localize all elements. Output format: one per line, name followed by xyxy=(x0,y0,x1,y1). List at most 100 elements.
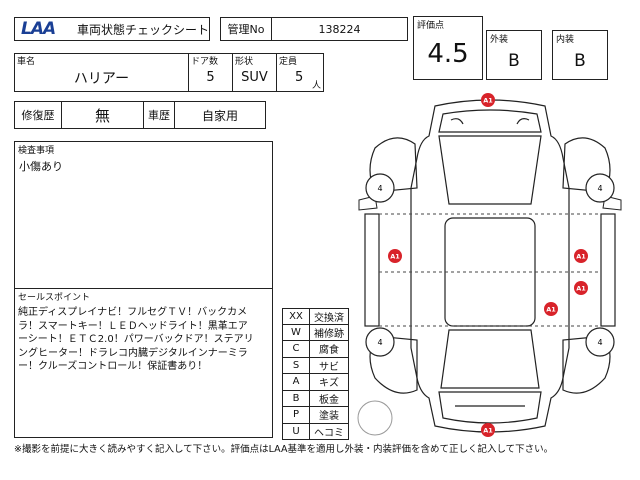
legend-meaning: サビ xyxy=(310,357,349,374)
tire-icon: 4 xyxy=(365,327,395,357)
legend-meaning: 板金 xyxy=(310,390,349,407)
svg-text:A1: A1 xyxy=(576,253,586,261)
usage-label: 車歴 xyxy=(143,101,175,129)
shape-cell: 形状 SUV xyxy=(232,53,277,92)
usage-value: 自家用 xyxy=(174,101,266,129)
right-rear-fender xyxy=(562,335,611,394)
score-box: 評価点 4.5 xyxy=(413,16,483,80)
inspection-label: 検査事項 xyxy=(18,146,55,156)
legend-code: P xyxy=(282,407,310,424)
damage-marker-a1: A1 xyxy=(544,302,558,316)
sales-point-label: セールスポイント xyxy=(18,293,91,303)
doors-value: 5 xyxy=(206,70,215,85)
capacity-label: 定員 xyxy=(279,57,298,67)
damage-marker-a1: A1 xyxy=(574,281,588,295)
svg-text:A1: A1 xyxy=(483,97,493,105)
capacity-unit: 人 xyxy=(311,81,321,91)
legend-code: S xyxy=(282,357,310,374)
legend-meaning: 腐食 xyxy=(310,341,349,358)
body-outline xyxy=(410,99,570,433)
interior-label: 内装 xyxy=(556,35,575,45)
score-value: 4.5 xyxy=(427,39,469,69)
tire-icon: 4 xyxy=(365,173,395,203)
legend-meaning: 塗装 xyxy=(310,407,349,424)
svg-text:4: 4 xyxy=(377,184,382,193)
repair-label: 修復歴 xyxy=(14,101,62,129)
front-hood xyxy=(438,109,542,133)
interior-box: 内装 B xyxy=(552,30,608,80)
repair-value: 無 xyxy=(61,101,144,129)
svg-text:A1: A1 xyxy=(576,285,586,293)
right-side-panel xyxy=(600,213,616,327)
sheet-title: 車両状態チェックシート xyxy=(77,22,210,37)
svg-text:4: 4 xyxy=(597,184,602,193)
inspection-text: 小傷あり xyxy=(19,160,63,173)
left-rear-fender xyxy=(369,335,418,394)
exterior-box: 外装 B xyxy=(486,30,542,80)
shape-label: 形状 xyxy=(235,57,254,67)
legend-meaning: 補修跡 xyxy=(310,324,349,341)
capacity-value: 5 xyxy=(295,70,304,85)
damage-marker-a1: A1 xyxy=(481,423,495,437)
shape-value: SUV xyxy=(241,70,268,85)
laa-logo: LAA xyxy=(21,19,56,39)
tire-icon: 4 xyxy=(585,327,615,357)
sales-line: ー！クルーズコントロール！保証書あり！ xyxy=(18,361,208,372)
sales-point-text: 純正ディスプレイナビ！フルセグＴＶ！バックカメ ラ！スマートキー！ＬＥＤヘッドラ… xyxy=(18,306,254,374)
car-name-value: ハリアー xyxy=(73,71,130,87)
sales-line: ングヒーター！ドラレコ内臓デジタルインナーミラ xyxy=(18,347,248,359)
legend-code: C xyxy=(282,341,310,358)
spare-tire-icon xyxy=(357,400,393,436)
score-label: 評価点 xyxy=(417,21,445,31)
doors-cell: ドア数 5 xyxy=(188,53,233,92)
svg-text:A1: A1 xyxy=(483,427,493,435)
rear-window xyxy=(440,329,540,389)
exterior-value: B xyxy=(508,51,520,71)
sales-line: ラ！スマートキー！ＬＥＤヘッドライト！黒革エア xyxy=(18,320,248,332)
exterior-label: 外装 xyxy=(490,35,509,45)
car-name-label: 車名 xyxy=(17,57,36,67)
svg-text:4: 4 xyxy=(597,338,602,347)
legend-meaning: ヘコミ xyxy=(310,423,349,440)
inspection-box: 検査事項 小傷あり xyxy=(14,141,273,289)
legend-code: XX xyxy=(282,308,310,325)
svg-text:A1: A1 xyxy=(390,253,400,261)
windshield xyxy=(438,135,542,205)
car-name-cell: 車名 ハリアー xyxy=(14,53,189,92)
damage-marker-a1: A1 xyxy=(574,249,588,263)
tailgate xyxy=(438,391,542,424)
legend-meaning: キズ xyxy=(310,374,349,391)
legend-code: A xyxy=(282,374,310,391)
legend-code: B xyxy=(282,390,310,407)
sales-line: ーシート！ＥＴＣ2.0！パワーバックドア！ステアリ xyxy=(18,334,254,345)
svg-text:4: 4 xyxy=(377,338,382,347)
damage-marker-a1: A1 xyxy=(481,93,495,107)
footer-note: ※撮影を前提に大きく読みやすく記入して下さい。評価点はLAA基準を適用し外装・内… xyxy=(14,444,554,455)
interior-value: B xyxy=(574,51,586,71)
mgmt-no-value: 138224 xyxy=(271,17,408,41)
svg-text:A1: A1 xyxy=(546,306,556,314)
left-side-panel xyxy=(364,213,380,327)
legend-code: U xyxy=(282,423,310,440)
left-fender xyxy=(369,137,418,193)
sales-line: 純正ディスプレイナビ！フルセグＴＶ！バックカメ xyxy=(18,307,248,318)
tire-icon: 4 xyxy=(585,173,615,203)
legend-code: W xyxy=(282,324,310,341)
sheet-title-box: LAA 車両状態チェックシート xyxy=(14,17,210,41)
capacity-cell: 定員 5 人 xyxy=(276,53,324,92)
mgmt-no-label: 管理No xyxy=(220,17,272,41)
doors-label: ドア数 xyxy=(191,57,219,67)
legend-meaning: 交換済 xyxy=(310,308,349,325)
right-fender xyxy=(562,137,611,193)
